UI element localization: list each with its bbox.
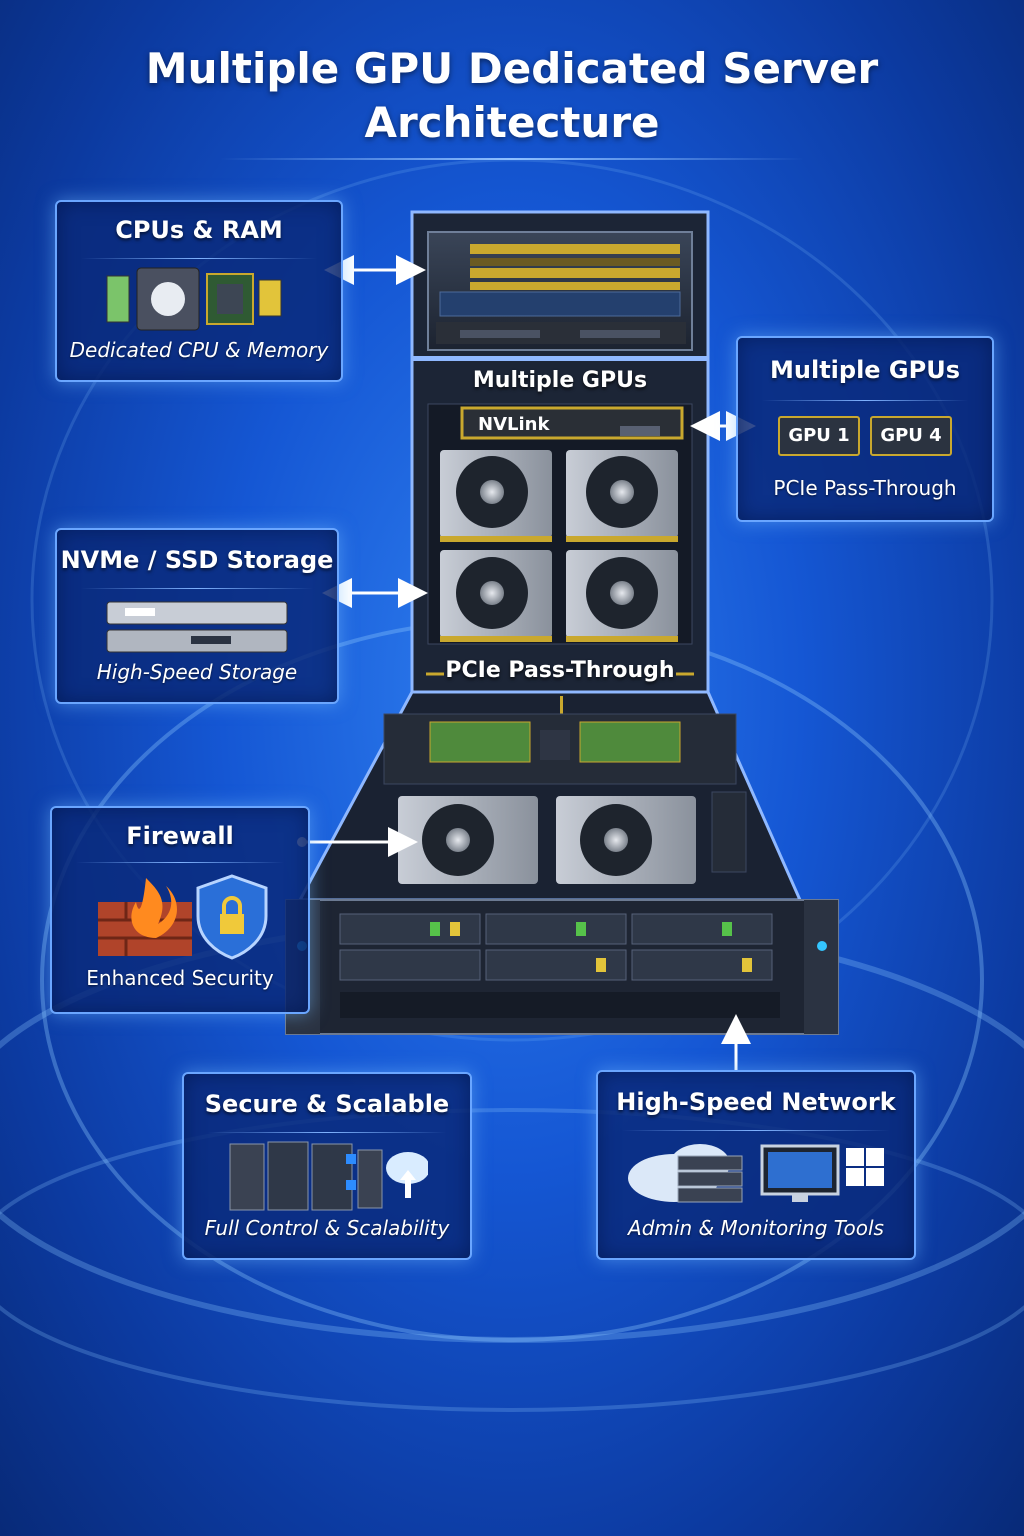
panel-cpus-ram: CPUs & RAM Dedicated CPU & Memory (55, 200, 343, 382)
panel-divider (208, 1132, 446, 1133)
panel-secure-scalable: Secure & Scalable Full Control & Scalabi… (182, 1072, 472, 1260)
panel-multiple-gpus: Multiple GPUs GPU 1 GPU 4 PCIe Pass-Thro… (736, 336, 994, 522)
title-line-1: Multiple GPU Dedicated Server (145, 44, 879, 93)
panel-divider (81, 588, 313, 589)
panel-network: High-Speed Network Admin & Monitoring To… (596, 1070, 916, 1260)
panel-divider (762, 400, 968, 401)
gpu-card (440, 450, 552, 542)
title-divider (220, 158, 804, 160)
pcie-label: PCIe Pass-Through (445, 658, 675, 683)
gpu-card (566, 450, 678, 542)
ssd-drive-icon (106, 601, 288, 653)
panel-divider (81, 258, 317, 259)
panel-subtitle: Dedicated CPU & Memory (69, 338, 329, 362)
gpu-card (556, 796, 696, 884)
cpu-ram-icon (106, 267, 282, 331)
panel-subtitle: Admin & Monitoring Tools (628, 1216, 884, 1240)
gpu-card (566, 550, 678, 642)
panel-firewall: Firewall Enhanced Security (50, 806, 310, 1014)
panel-title: Secure & Scalable (204, 1090, 450, 1118)
cpu-module (427, 231, 693, 351)
panel-title: CPUs & RAM (115, 216, 283, 244)
gpu-section-label: Multiple GPUs (472, 368, 648, 393)
panel-storage: NVMe / SSD Storage High-Speed Storage (55, 528, 339, 704)
panel-divider (76, 862, 284, 863)
gpu-chip-1: GPU 1 (778, 416, 860, 456)
panel-title: High-Speed Network (616, 1088, 896, 1116)
gpu-card (398, 796, 538, 884)
panel-title: Multiple GPUs (770, 356, 960, 384)
panel-subtitle: Full Control & Scalability (204, 1216, 450, 1240)
network-monitor-icon (628, 1144, 884, 1203)
motherboard (383, 713, 737, 785)
gpu-card (440, 550, 552, 642)
firewall-shield-icon (98, 874, 268, 960)
title-line-2: Architecture (364, 98, 660, 147)
rack-front-panel (285, 899, 839, 1035)
panel-subtitle: Enhanced Security (86, 966, 274, 990)
server-cloud-icon (229, 1141, 428, 1211)
panel-subtitle: PCIe Pass-Through (773, 476, 957, 500)
page-title: Multiple GPU Dedicated Server Architectu… (0, 42, 1024, 150)
panel-title: Firewall (126, 822, 234, 850)
panel-subtitle: High-Speed Storage (96, 660, 298, 684)
gpu-chip-4: GPU 4 (870, 416, 952, 456)
nvlink-label: NVLink (478, 414, 550, 435)
panel-divider (622, 1130, 890, 1131)
panel-title: NVMe / SSD Storage (60, 546, 334, 574)
